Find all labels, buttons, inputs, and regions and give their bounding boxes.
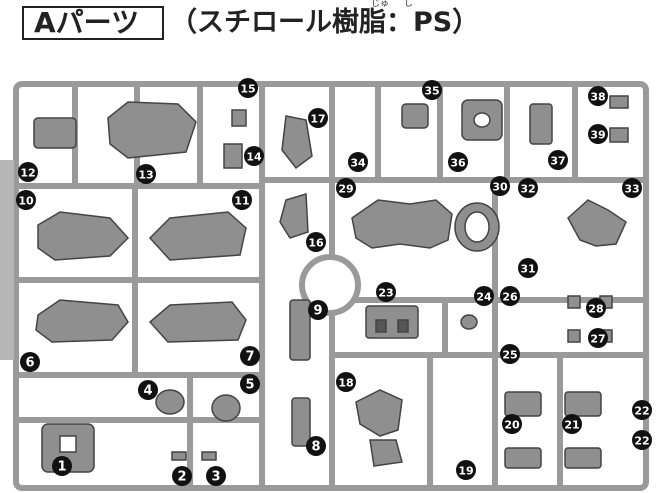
part-marker-circle [474,286,494,306]
furigana-ju: じゅ [371,0,390,9]
part-number-label: 22 [634,435,649,448]
part-number-label: 8 [311,440,320,455]
part-marker-circle [562,414,582,434]
part-marker-circle [422,80,442,100]
part-marker-circle [376,282,396,302]
part-number-label: 38 [590,91,605,104]
part-number-label: 1 [57,460,66,475]
part-marker-circle [588,328,608,348]
part-number-label: 35 [424,85,439,98]
part-marker-circle [138,380,158,400]
part-marker-circle [588,86,608,106]
part-number-label: 9 [313,304,322,319]
part-marker-circle [238,78,258,98]
part-number-label: 12 [20,167,35,180]
part-number-label: 25 [502,349,517,362]
part-marker-circle [500,344,520,364]
part-marker-circle [308,108,328,128]
part-number-label: 34 [350,157,366,170]
part-marker-circle [456,460,476,480]
part-marker-circle [16,190,36,210]
part-marker-circle [336,178,356,198]
part-number-label: 17 [310,113,325,126]
part-number-label: 33 [624,183,639,196]
part-marker-circle [18,162,38,182]
part-number-label: 2 [177,470,186,485]
part-marker-circle [622,178,642,198]
runner-ring [299,254,361,316]
part-marker-circle [136,164,156,184]
part-marker-circle [240,374,260,394]
part-marker-circle [502,414,522,434]
part-number-label: 18 [338,377,353,390]
part-number-label: 36 [450,157,466,170]
part-number-label: 21 [564,419,579,432]
part-marker-circle [336,372,356,392]
part-number-label: 13 [138,169,153,182]
part-number-label: 24 [476,291,492,304]
part-marker-circle [306,436,326,456]
part-number-label: 39 [590,129,605,142]
part-marker-circle [632,400,652,420]
part-number-label: 28 [588,303,603,316]
part-marker-circle [20,352,40,372]
part-number-label: 5 [245,378,254,393]
part-number-label: 15 [240,83,255,96]
part-number-label: 32 [520,183,535,196]
part-number-label: 31 [520,263,535,276]
part-number-label: 10 [18,195,34,208]
left-edge-tab [0,160,14,360]
part-marker-circle [588,124,608,144]
part-number-label: 3 [211,470,220,485]
part-number-label: 19 [458,465,473,478]
part-marker-circle [232,190,252,210]
part-number-label: 14 [246,151,262,164]
part-marker-circle [490,176,510,196]
part-number-label: 23 [378,287,393,300]
part-marker-circle [518,178,538,198]
part-marker-circle [244,146,264,166]
part-marker-circle [306,232,326,252]
part-number-label: 4 [143,384,152,399]
part-marker-circle [586,298,606,318]
material-text: （スチロール樹脂：PS） [170,7,480,38]
part-marker-circle [240,346,260,366]
part-number-label: 29 [338,183,353,196]
part-number-label: 37 [550,155,565,168]
part-marker-circle [52,456,72,476]
part-marker-circle [632,430,652,450]
part-number-label: 30 [492,181,508,194]
part-number-label: 7 [245,350,254,365]
part-number-label: 6 [25,356,34,371]
furigana-shi: し [404,0,414,9]
part-number-label: 16 [308,237,324,250]
material-caption: （スチロール樹脂：PS） [170,6,479,40]
part-shapes [33,95,629,473]
part-marker-circle [308,300,328,320]
part-number-label: 26 [502,291,518,304]
part-number-label: 27 [590,333,605,346]
part-marker-circle [448,152,468,172]
part-marker-circle [172,466,192,486]
part-marker-circle [500,286,520,306]
part-marker-circle [348,152,368,172]
part-marker-circle [518,258,538,278]
part-group-label: Aパーツ [34,6,140,39]
part-number-label: 22 [634,405,649,418]
part-number-label: 20 [504,419,520,432]
part-marker-circle [206,466,226,486]
part-group-label-box [22,6,164,40]
part-number-label: 11 [234,195,249,208]
part-marker-circle [548,150,568,170]
